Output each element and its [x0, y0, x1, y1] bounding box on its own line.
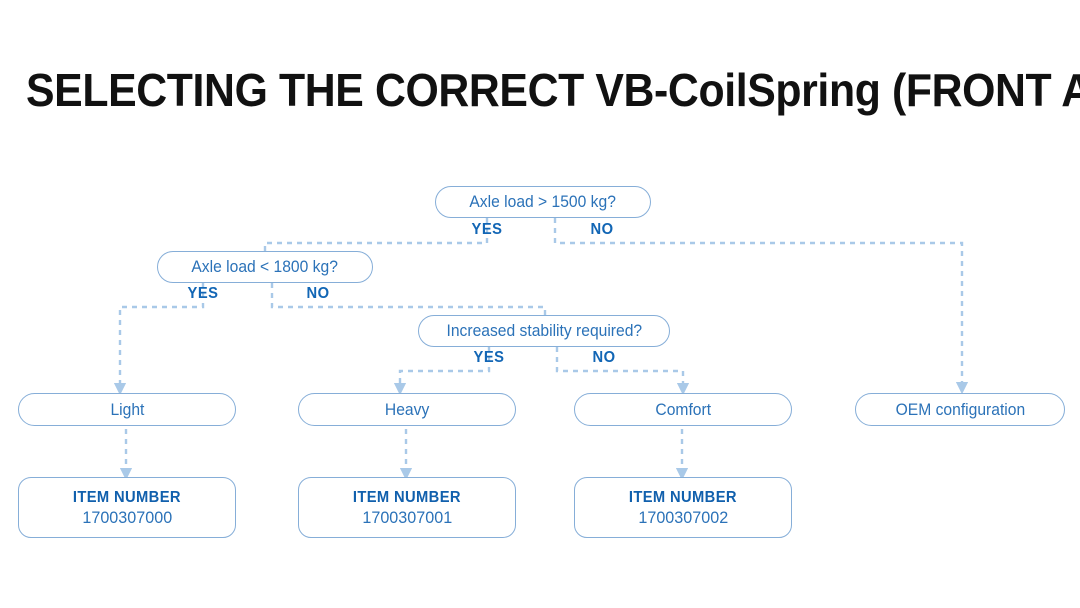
decision-label: Increased stability required? [446, 321, 642, 340]
decision-label: Axle load < 1800 kg? [191, 257, 339, 276]
decision-label: Axle load > 1500 kg? [469, 192, 617, 211]
decision-node-axle-load-1500[interactable]: Axle load > 1500 kg? [435, 186, 651, 218]
item-number-card-light[interactable]: ITEM NUMBER 1700307000 [18, 477, 236, 538]
result-node-oem-configuration[interactable]: OEM configuration [855, 393, 1065, 426]
item-number-value: 1700307001 [362, 507, 452, 527]
result-node-comfort[interactable]: Comfort [574, 393, 792, 426]
item-number-card-comfort[interactable]: ITEM NUMBER 1700307002 [574, 477, 792, 538]
result-label: OEM configuration [895, 399, 1025, 419]
item-number-heading: ITEM NUMBER [628, 488, 738, 506]
decision-node-axle-load-1800[interactable]: Axle load < 1800 kg? [157, 251, 373, 283]
branch-label-d2-no: NO [306, 285, 330, 302]
item-number-heading: ITEM NUMBER [352, 488, 462, 506]
branch-label-d1-no: NO [590, 221, 614, 238]
branch-label-d2-yes: YES [187, 285, 219, 302]
branch-label-d1-yes: YES [471, 221, 503, 238]
page-title: SELECTING THE CORRECT VB-CoilSpring (FRO… [26, 64, 1080, 116]
result-node-heavy[interactable]: Heavy [298, 393, 516, 426]
result-label: Light [110, 399, 144, 419]
decision-node-increased-stability[interactable]: Increased stability required? [418, 315, 670, 347]
result-label: Comfort [655, 399, 711, 419]
branch-label-d3-yes: YES [473, 349, 505, 366]
result-label: Heavy [384, 399, 430, 419]
item-number-value: 1700307002 [638, 507, 728, 527]
item-number-value: 1700307000 [82, 507, 172, 527]
result-node-light[interactable]: Light [18, 393, 236, 426]
item-number-card-heavy[interactable]: ITEM NUMBER 1700307001 [298, 477, 516, 538]
branch-label-d3-no: NO [592, 349, 616, 366]
item-number-heading: ITEM NUMBER [72, 488, 182, 506]
